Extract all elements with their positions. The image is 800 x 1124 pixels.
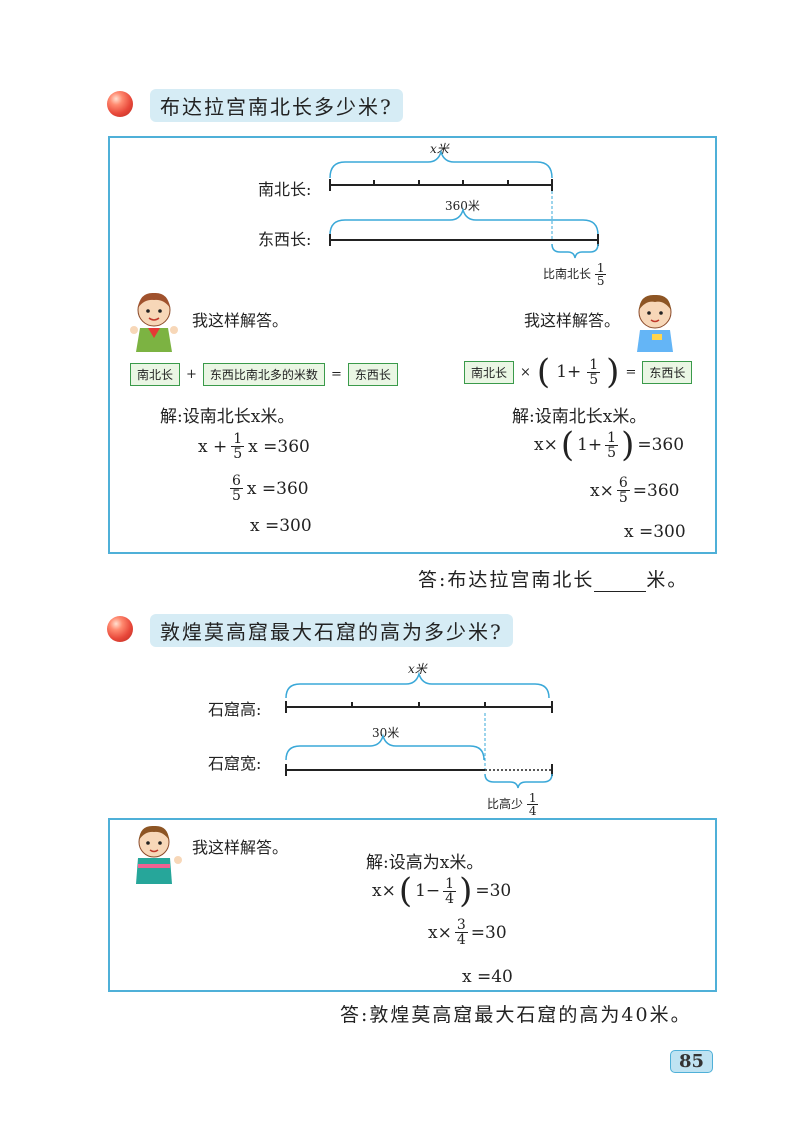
row-label-height: 石窟高: (208, 700, 262, 719)
op-equals-r: = (625, 364, 637, 380)
box-east-west: 东西长 (347, 363, 398, 386)
op-plus: + (186, 367, 197, 382)
solution-panel-1 (108, 136, 717, 554)
girl-avatar (128, 290, 180, 352)
question-title-2: 敦煌莫高窟最大石窟的高为多少米? (150, 614, 513, 647)
left-solve-line: 解:设南北长x米。 (160, 407, 295, 427)
say-text-2: 我这样解答。 (192, 838, 289, 857)
row-label-width: 石窟宽: (208, 754, 262, 773)
right-eq-3: x =300 (624, 522, 686, 542)
op-times: × (520, 364, 531, 380)
box-east-west-r: 东西长 (642, 360, 693, 384)
question-title-1: 布达拉宫南北长多少米? (150, 89, 403, 122)
brace-label-x: x米 (430, 142, 449, 156)
brace-label-30: 30米 (372, 726, 400, 740)
left-eq-3: x =300 (250, 516, 312, 536)
girl-avatar-2 (128, 822, 184, 884)
brace-label-360: 360米 (445, 199, 480, 213)
op-equals: = (330, 367, 342, 382)
answer-2: 答:敦煌莫高窟最大石窟的高为40米。 (340, 1004, 692, 1026)
right-say-text: 我这样解答。 (524, 311, 621, 330)
eq-2-3: x =40 (462, 967, 513, 987)
boy-avatar (630, 290, 680, 352)
segment-diagram-2 (285, 671, 553, 789)
girl-avatar-icon (130, 292, 178, 352)
girl-avatar-2-icon (136, 825, 182, 884)
bullet-ball-icon (107, 91, 133, 117)
box-north-south-r: 南北长 (464, 360, 515, 384)
boy-avatar-icon (637, 294, 673, 352)
box-difference: 东西比南北多的米数 (202, 363, 325, 386)
left-say-text: 我这样解答。 (192, 311, 289, 330)
page-number: 85 (670, 1050, 714, 1073)
bullet-ball-icon-2 (107, 616, 133, 642)
row-label-east-west: 东西长: (258, 230, 312, 249)
box-north-south: 南北长 (130, 363, 181, 386)
solve-line-2: 解:设高为x米。 (366, 853, 484, 873)
answer-blank (594, 573, 647, 592)
answer-1: 答:布达拉宫南北长米。 (418, 569, 689, 592)
brace-label-x-2: x米 (408, 662, 427, 676)
right-solve-line: 解:设南北长x米。 (512, 407, 647, 427)
left-word-equation: 南北长 + 东西比南北多的米数 = 东西长 (130, 363, 398, 386)
segment-diagram-1 (329, 149, 599, 259)
row-label-north-south: 南北长: (258, 180, 312, 199)
solution-panel-2 (108, 818, 717, 992)
